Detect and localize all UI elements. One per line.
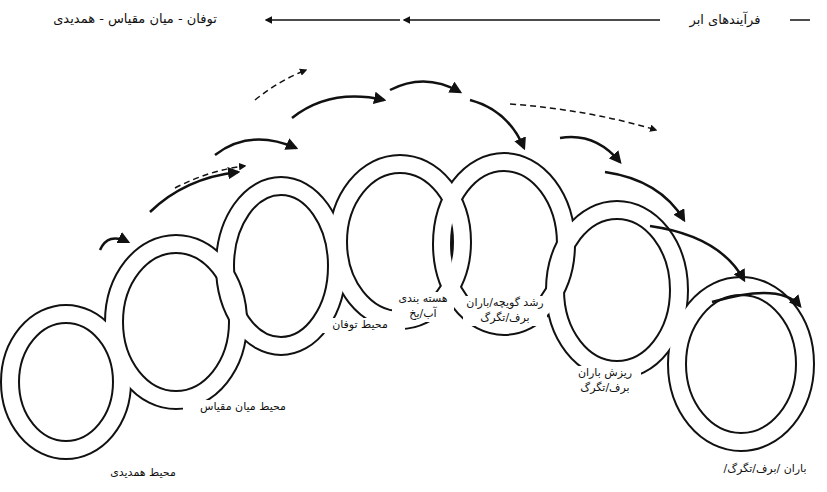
stage-label: هسته بندی آب/یخ (392, 292, 454, 322)
stage-label: محیط میان مقیاس (183, 400, 303, 415)
label-slot: ریزش باران برف/تگرگ (569, 366, 641, 396)
stage-label: رشد گویچه/باران برف/تگرگ (463, 296, 547, 326)
stage-label: باران /برف/تگرگ/ (715, 462, 815, 477)
dashed-arrows (175, 70, 656, 188)
stage-label: محیط همدیدی (88, 466, 198, 481)
label-slot: فرآیندهای ابر (660, 11, 790, 29)
process-heading: فرآیندهای ابر (660, 11, 790, 29)
stage-label: ریزش باران برف/تگرگ (569, 366, 641, 396)
scale-heading: توفان - میان مقیاس - همدیدی (10, 10, 260, 28)
label-slot: توفان - میان مقیاس - همدیدی (10, 10, 260, 28)
label-slot: محیط میان مقیاس (183, 400, 303, 415)
label-slot: باران /برف/تگرگ/ (715, 462, 815, 477)
chain-rings (10, 162, 805, 450)
label-slot: محیط همدیدی (88, 466, 198, 481)
flow-arrows (100, 81, 800, 306)
label-slot: هسته بندی آب/یخ (392, 292, 454, 322)
label-slot: رشد گویچه/باران برف/تگرگ (463, 296, 547, 326)
